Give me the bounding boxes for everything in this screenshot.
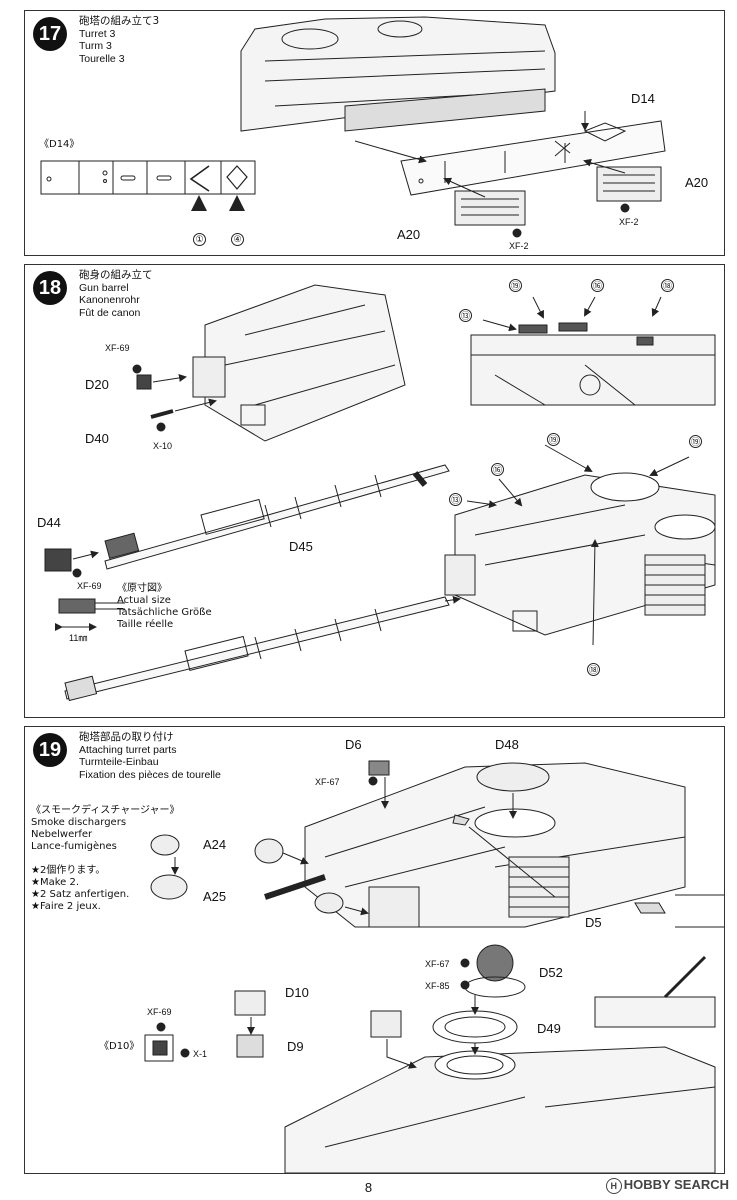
callout-19b: ⑲ xyxy=(547,433,560,446)
step-17-panel: 17 砲塔の組み立て3 Turret 3 Turm 3 Tourelle 3 xyxy=(24,10,725,256)
paint-d10-a: XF-69 xyxy=(147,1007,172,1017)
d10-inset-label: 《D10》 xyxy=(99,1041,140,1052)
part-d9: D9 xyxy=(287,1039,304,1054)
smoke-de: Nebelwerfer xyxy=(31,829,93,840)
title-en: Gun barrel xyxy=(79,281,129,294)
callout-18b: ⑱ xyxy=(587,663,600,676)
paint-d52-a: XF-67 xyxy=(425,959,450,969)
part-a24: A24 xyxy=(203,837,227,852)
actual-size-de: Tatsächliche Größe xyxy=(117,607,212,618)
callout-16b: ⑯ xyxy=(491,463,504,476)
callout-13a: ⑬ xyxy=(459,309,472,322)
actual-size-en: Actual size xyxy=(117,595,171,606)
make-fr: ★Faire 2 jeux. xyxy=(31,901,101,912)
callout-1: ① xyxy=(193,233,206,246)
part-d49: D49 xyxy=(537,1021,561,1036)
title-fr: Tourelle 3 xyxy=(79,52,125,65)
watermark-text: HOBBY SEARCH xyxy=(623,1177,729,1192)
page-number: 8 xyxy=(364,1180,373,1195)
part-a25: A25 xyxy=(203,889,227,904)
step-number: 17 xyxy=(33,17,67,51)
callout-16a: ⑯ xyxy=(591,279,604,292)
smoke-jp: 《スモークディスチャージャー》 xyxy=(31,805,180,816)
paint-d20: XF-69 xyxy=(105,343,130,353)
part-d6: D6 xyxy=(345,737,362,752)
part-d10: D10 xyxy=(285,985,309,1000)
part-d45: D45 xyxy=(289,539,313,554)
smoke-dischargers-label: 《スモークディスチャージャー》 Smoke dischargers Nebelw… xyxy=(31,805,180,853)
part-d5: D5 xyxy=(585,915,602,930)
title-jp: 砲塔の組み立て3 xyxy=(79,15,160,27)
paint-xf2-left: XF-2 xyxy=(509,241,529,251)
part-d48: D48 xyxy=(495,737,519,752)
callout-4: ④ xyxy=(231,233,244,246)
d14-inset-label: 《D14》 xyxy=(39,139,80,150)
part-a20-left: A20 xyxy=(397,227,421,242)
title-de: Kanonenrohr xyxy=(79,294,140,306)
actual-size-label: 《原寸図》 Actual size Tatsächliche Größe Tai… xyxy=(117,583,212,631)
step-number: 19 xyxy=(33,733,67,767)
step-titles: 砲塔部品の取り付け Attaching turret parts Turmtei… xyxy=(79,731,221,781)
step-titles: 砲塔の組み立て3 Turret 3 Turm 3 Tourelle 3 xyxy=(79,15,159,65)
step-titles: 砲身の組み立て Gun barrel Kanonenrohr Fût de ca… xyxy=(79,269,153,319)
make-two-note: ★2個作ります。 ★Make 2. ★2 Satz anfertigen. ★F… xyxy=(31,865,129,913)
step-19-panel: 19 砲塔部品の取り付け Attaching turret parts Turm… xyxy=(24,726,725,1174)
step-17-drawing xyxy=(40,16,666,238)
part-d40: D40 xyxy=(85,431,109,446)
part-d20: D20 xyxy=(85,377,109,392)
step-19-drawing xyxy=(144,760,724,1173)
make-de: ★2 Satz anfertigen. xyxy=(31,889,130,900)
actual-size-jp: 《原寸図》 xyxy=(117,583,167,594)
smoke-en: Smoke dischargers xyxy=(31,817,127,828)
title-fr: Fixation des pièces de tourelle xyxy=(79,768,221,781)
smoke-fr: Lance-fumigènes xyxy=(31,841,117,852)
actual-size-measure: 11㎜ xyxy=(69,633,88,643)
paint-xf2-right: XF-2 xyxy=(619,217,639,227)
paint-d10-b: X-1 xyxy=(193,1049,208,1059)
step-number: 18 xyxy=(33,271,67,305)
make-jp: ★2個作ります。 xyxy=(31,865,106,876)
title-jp: 砲塔部品の取り付け xyxy=(79,731,174,743)
paint-d6: XF-67 xyxy=(315,777,340,787)
part-a20-right: A20 xyxy=(685,175,709,190)
callout-19a: ⑲ xyxy=(509,279,522,292)
title-de: Turmteile-Einbau xyxy=(79,756,159,768)
step-18-drawing xyxy=(44,284,716,702)
callout-18a: ⑱ xyxy=(661,279,674,292)
paint-d52-b: XF-85 xyxy=(425,981,450,991)
part-d52: D52 xyxy=(539,965,563,980)
title-fr: Fût de canon xyxy=(79,306,141,319)
paint-d40: X-10 xyxy=(153,441,173,451)
part-d14: D14 xyxy=(631,91,655,106)
title-jp: 砲身の組み立て xyxy=(79,269,153,281)
paint-d44: XF-69 xyxy=(77,581,102,591)
callout-13b: ⑬ xyxy=(449,493,462,506)
step-18-panel: 18 砲身の組み立て Gun barrel Kanonenrohr Fût de… xyxy=(24,264,725,718)
title-en: Attaching turret parts xyxy=(79,743,177,756)
title-de: Turm 3 xyxy=(79,40,112,52)
watermark-logo-icon: H xyxy=(605,1177,622,1194)
callout-19c: ⑲ xyxy=(689,435,702,448)
make-en: ★Make 2. xyxy=(31,877,80,888)
actual-size-fr: Taille réelle xyxy=(117,619,174,630)
part-d44: D44 xyxy=(37,515,61,530)
title-en: Turret 3 xyxy=(79,27,116,40)
